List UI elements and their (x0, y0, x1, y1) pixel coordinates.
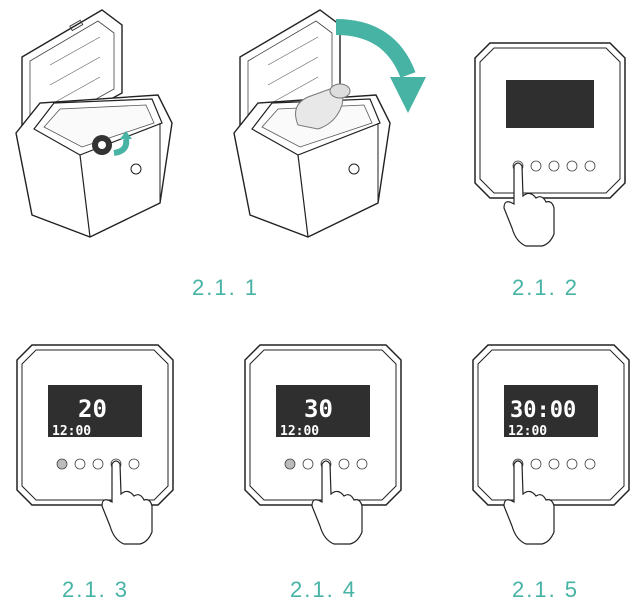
step-2-illustration (474, 42, 626, 247)
step-1b-illustration (233, 9, 426, 238)
step-label-5: 2.1. 5 (512, 577, 580, 602)
pointing-hand-icon (311, 460, 363, 545)
close-lid-arrow-icon (335, 19, 416, 79)
display-screen (506, 80, 594, 128)
display-clock: 12:00 (52, 424, 91, 439)
display-screen (48, 385, 142, 437)
step-label-1: 2.1. 1 (192, 275, 260, 300)
step-label-2: 2.1. 2 (512, 275, 580, 300)
step-1-illustration (15, 9, 173, 238)
display-clock: 12:00 (280, 424, 319, 439)
display-screen (276, 385, 370, 437)
display-time-main: 30 (304, 395, 333, 423)
display-time-main: 20 (78, 395, 107, 423)
step-label-3: 2.1. 3 (62, 577, 130, 602)
step-5-illustration: 30:00 12:00 (472, 344, 630, 545)
insert-arrow-icon (113, 138, 130, 156)
display-screen (504, 385, 598, 437)
pointing-hand-icon (503, 162, 555, 247)
display-time-main: 30:00 (510, 398, 576, 423)
pointing-hand-icon (101, 460, 153, 545)
pointing-hand-icon (503, 460, 555, 545)
step-3-illustration: 20 12:00 (16, 344, 174, 545)
side-button-icon (130, 163, 142, 175)
display-clock: 12:00 (508, 424, 547, 439)
step-4-illustration: 30 12:00 (244, 344, 402, 545)
step-label-4: 2.1. 4 (290, 577, 358, 602)
